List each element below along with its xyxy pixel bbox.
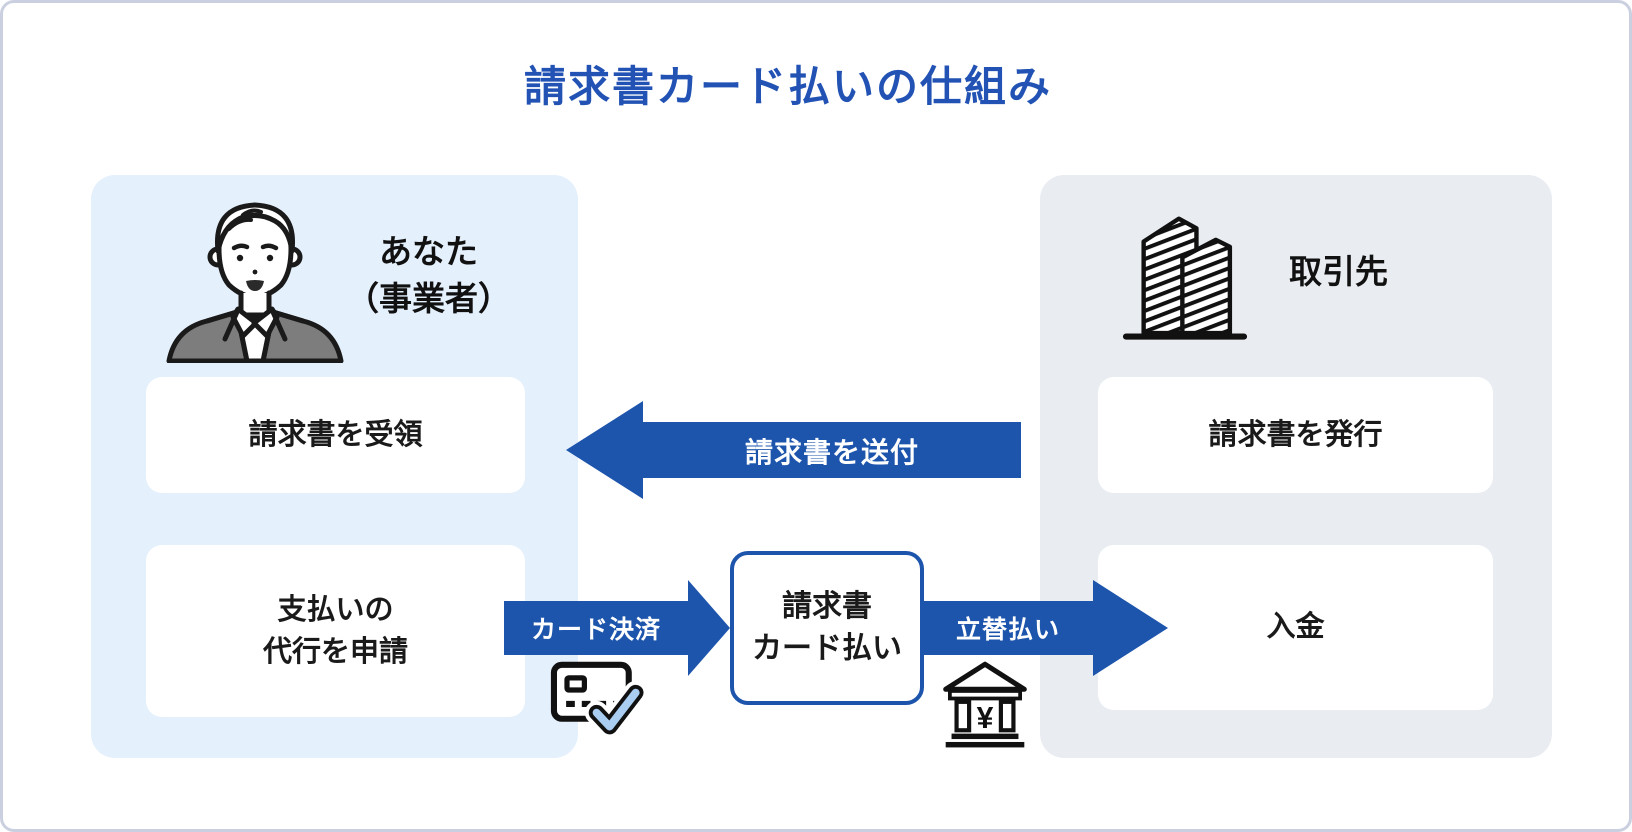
card-payment-arrow	[504, 580, 730, 676]
bank-yen-icon: ¥	[943, 661, 1027, 748]
send-invoice-arrow-label: 請求書を送付	[744, 437, 919, 468]
check-mark-icon	[584, 680, 647, 739]
credit-card-check-icon	[550, 661, 647, 739]
step-box-invoice-received: 請求書を受領	[146, 377, 525, 493]
payer-panel: あなた （事業者） 請求書を受領 支払いの 代行を申請	[91, 175, 578, 758]
advance-payment-arrow	[923, 580, 1168, 676]
payee-label: 取引先	[1289, 253, 1388, 290]
yen-symbol: ¥	[977, 702, 994, 735]
send-invoice-arrow	[566, 401, 1021, 499]
person-icon	[166, 202, 344, 363]
arrow-left-shape	[566, 401, 1021, 499]
card-payment-arrow-label: カード決済	[530, 616, 661, 644]
payee-panel: 取引先 請求書を発行 入金	[1040, 175, 1552, 758]
arrow-right-shape	[923, 580, 1168, 676]
advance-payment-arrow-label: 立替払い	[955, 616, 1060, 644]
step-box-deposit: 入金	[1098, 545, 1493, 710]
step-box-invoice-issued: 請求書を発行	[1098, 377, 1493, 493]
diagram-title: 請求書カード払いの仕組み	[523, 63, 1052, 110]
invoice-card-payment-box: 請求書 カード払い	[730, 551, 924, 705]
step-box-payment-request: 支払いの 代行を申請	[146, 545, 525, 717]
buildings-icon	[1122, 216, 1248, 340]
arrow-right-shape	[504, 580, 730, 676]
payer-label: あなた （事業者）	[346, 233, 511, 317]
